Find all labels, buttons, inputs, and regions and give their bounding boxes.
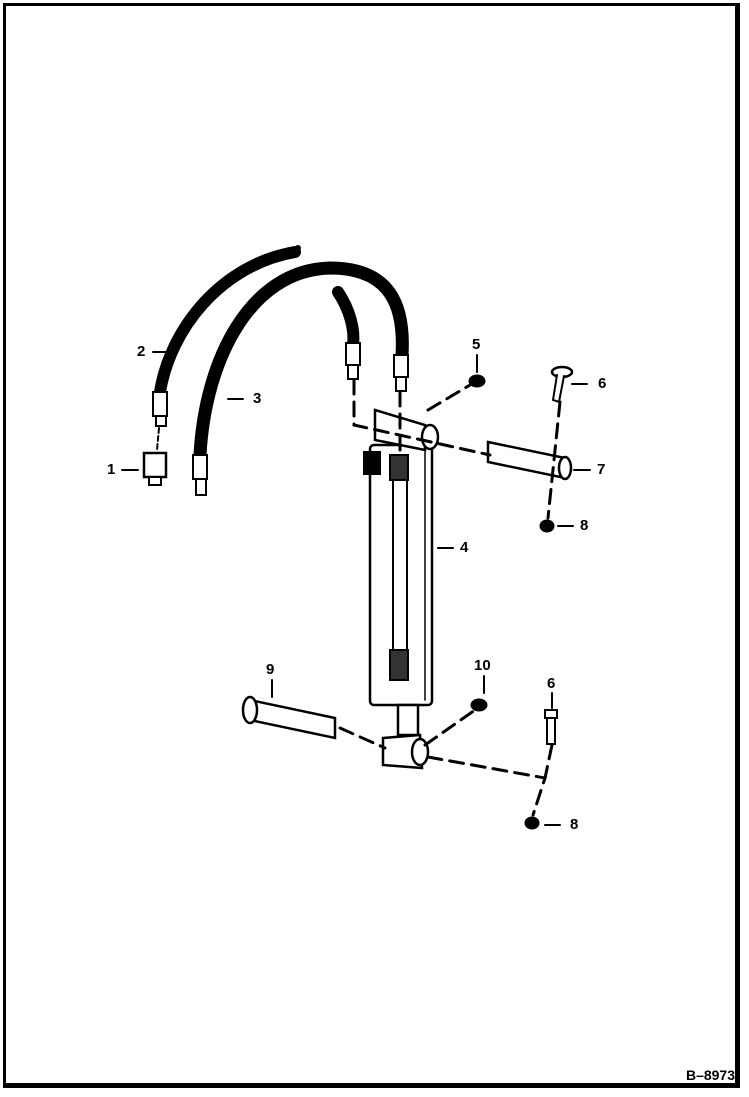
callout-10: 10 bbox=[474, 657, 491, 674]
callout-4: 4 bbox=[460, 539, 469, 556]
callout-3: 3 bbox=[253, 390, 262, 407]
callout-6-lower: 6 bbox=[547, 675, 556, 692]
callout-8-lower: 8 bbox=[570, 816, 579, 833]
hose-2 bbox=[154, 246, 301, 398]
diagram-border bbox=[3, 3, 740, 1088]
fitting-1 bbox=[142, 451, 168, 479]
figure-id: B–8973 bbox=[685, 1067, 735, 1083]
callout-6-upper: 6 bbox=[598, 375, 607, 392]
callout-5: 5 bbox=[472, 336, 481, 353]
callout-8-upper: 8 bbox=[580, 517, 589, 534]
callout-1: 1 bbox=[107, 461, 116, 478]
callout-9: 9 bbox=[266, 661, 275, 678]
callout-2: 2 bbox=[137, 343, 146, 360]
hose-short bbox=[332, 286, 360, 351]
callout-7: 7 bbox=[597, 461, 606, 478]
hose-3 bbox=[193, 261, 409, 462]
pin-9 bbox=[248, 698, 337, 740]
